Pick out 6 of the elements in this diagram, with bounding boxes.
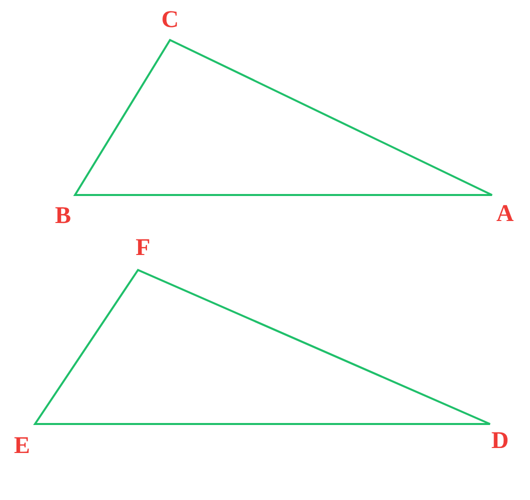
vertex-label: C xyxy=(161,8,179,32)
vertex-label: B xyxy=(55,204,71,228)
vertex-label: F xyxy=(136,236,150,260)
vertex-label: D xyxy=(491,429,509,453)
vertex-label: A xyxy=(496,202,514,226)
vertex-label: E xyxy=(14,434,30,458)
